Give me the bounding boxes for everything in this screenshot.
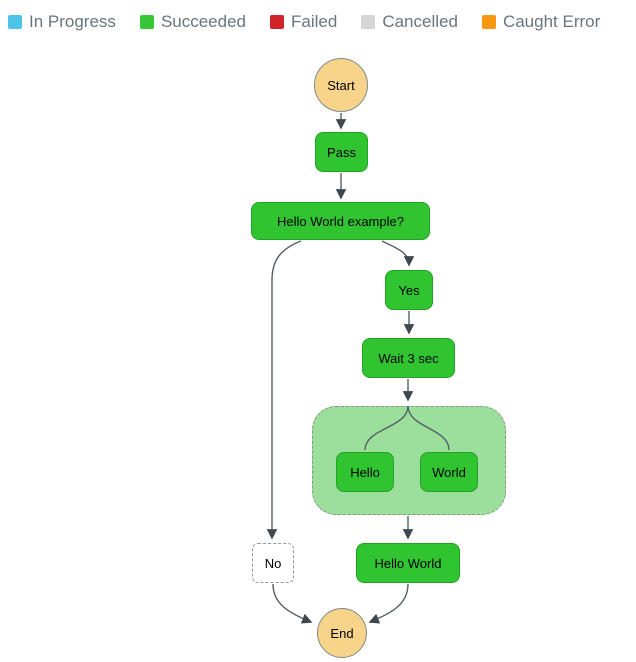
legend-label: Failed <box>291 12 338 31</box>
state-node-label: Hello World <box>374 555 442 571</box>
state-node-label: Yes <box>398 282 420 298</box>
legend-item-succeeded: Succeeded <box>139 12 247 32</box>
edge-result-end <box>368 583 409 624</box>
legend-item-cancelled: Cancelled <box>361 12 458 32</box>
state-node-label: No <box>264 555 282 571</box>
state-node-choice[interactable]: Hello World example? <box>251 202 430 240</box>
legend-label: Caught Error <box>502 12 601 31</box>
edge-parallel-split-hello <box>364 405 409 451</box>
start-node-label: Start <box>327 77 355 93</box>
legend-label: Succeeded <box>160 12 247 31</box>
legend-label: Cancelled <box>382 12 458 31</box>
state-node-hello[interactable]: Hello <box>336 452 394 492</box>
start-node: Start <box>314 58 368 112</box>
cancelled-swatch <box>361 15 376 29</box>
state-node-yes[interactable]: Yes <box>385 270 433 310</box>
legend-item-caught-error: Caught Error <box>481 12 601 32</box>
state-node-label: Pass <box>327 144 356 160</box>
edge-choice-no <box>266 240 302 540</box>
edge-no-end <box>272 583 313 624</box>
state-node-pass[interactable]: Pass <box>315 132 368 172</box>
legend-item-failed: Failed <box>270 12 337 32</box>
edge-parallel-split-world <box>407 405 450 451</box>
failed-swatch <box>270 15 285 29</box>
succeeded-swatch <box>139 15 154 29</box>
legend-label: In Progress <box>29 12 116 31</box>
state-node-hello-world[interactable]: Hello World <box>356 543 460 583</box>
state-node-label: Hello <box>350 464 380 480</box>
state-node-world[interactable]: World <box>420 452 478 492</box>
state-node-no[interactable]: No <box>252 543 294 583</box>
state-node-label: Hello World example? <box>277 213 404 229</box>
state-node-label: Wait 3 sec <box>378 350 439 366</box>
status-legend: In Progress Succeeded Failed Cancelled C… <box>8 12 636 32</box>
in-progress-swatch <box>8 15 22 29</box>
legend-item-in-progress: In Progress <box>8 12 116 32</box>
state-node-wait[interactable]: Wait 3 sec <box>362 338 455 378</box>
end-node-label: End <box>330 625 354 641</box>
edge-choice-yes <box>381 240 415 267</box>
end-node: End <box>317 608 367 658</box>
caught-error-swatch <box>481 15 496 29</box>
state-node-label: World <box>432 464 466 480</box>
